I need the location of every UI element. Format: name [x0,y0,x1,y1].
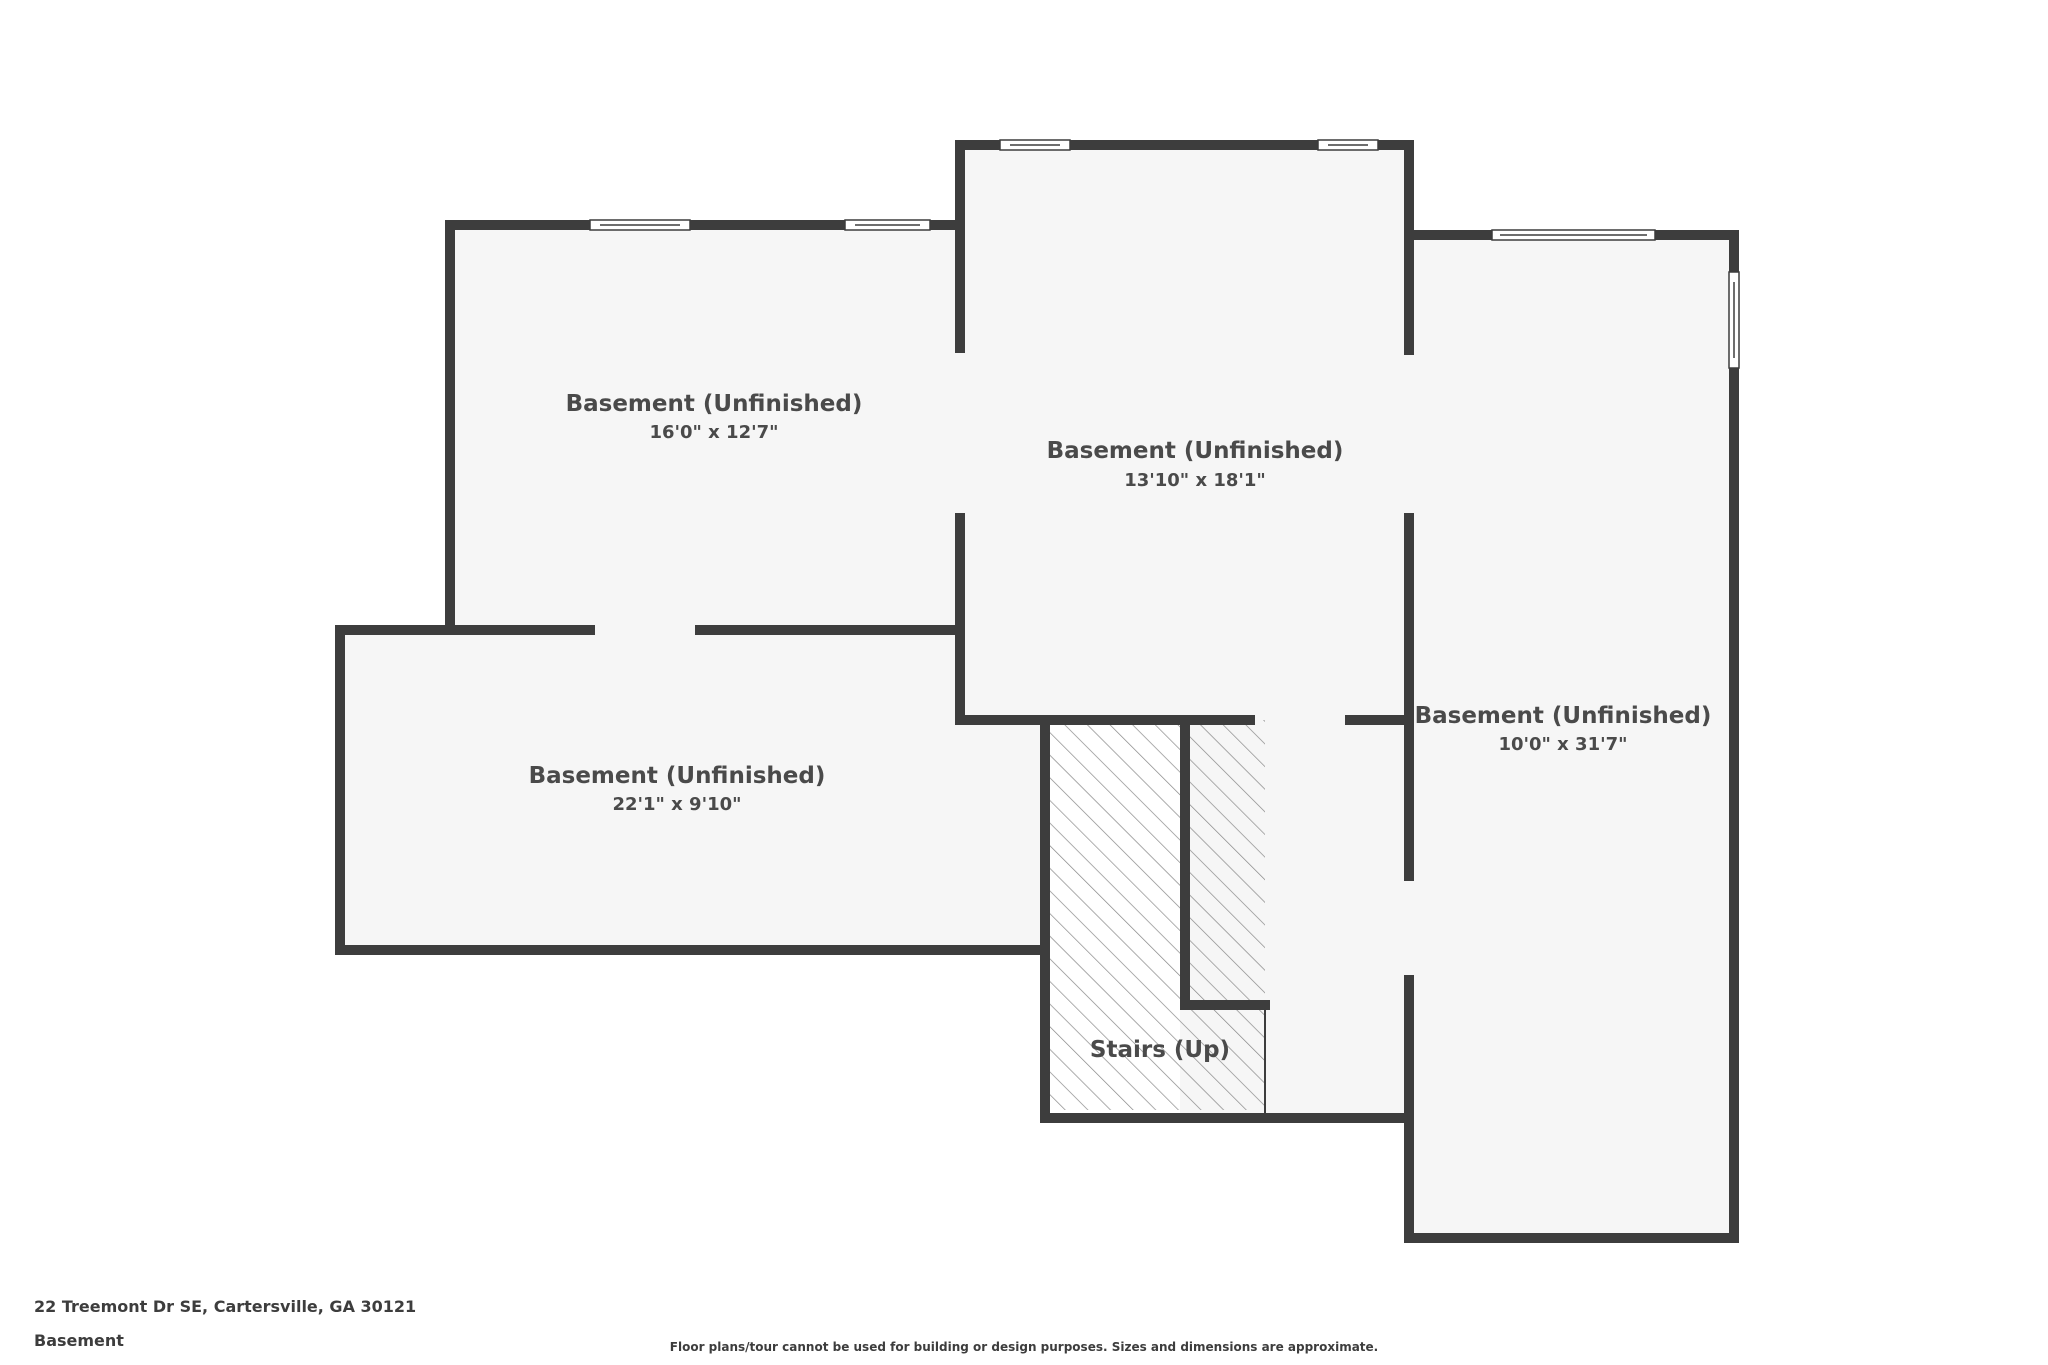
room-name-right: Basement (Unfinished) [1415,703,1712,729]
room-name-stairs: Stairs (Up) [1090,1037,1230,1063]
room-labels: Basement (Unfinished) 16'0" x 12'7" Base… [529,391,1712,1063]
property-address: 22 Treemont Dr SE, Cartersville, GA 3012… [34,1297,417,1316]
floor-upper-left [450,225,965,630]
stairs-area [1045,720,1265,1110]
floor-name: Basement [34,1331,124,1350]
floor-fills [340,145,1734,1233]
window [1728,271,1740,369]
room-dimensions-right: 10'0" x 31'7" [1498,734,1627,755]
window [999,139,1071,151]
disclaimer-text: Floor plans/tour cannot be used for buil… [669,1340,1379,1354]
window [1317,139,1379,151]
floor-right [1404,235,1734,1233]
room-dimensions-lower-left: 22'1" x 9'10" [612,794,741,815]
walls [335,140,1739,1243]
room-dimensions-upper-left: 16'0" x 12'7" [649,422,778,443]
floor-lower-left [340,628,1045,948]
windows [589,139,1740,369]
room-dimensions-center: 13'10" x 18'1" [1124,470,1266,491]
window [589,219,691,231]
window [1491,229,1656,241]
floor-center [960,145,1409,720]
room-name-center: Basement (Unfinished) [1047,438,1344,464]
window [844,219,931,231]
room-name-lower-left: Basement (Unfinished) [529,763,826,789]
room-name-upper-left: Basement (Unfinished) [566,391,863,417]
